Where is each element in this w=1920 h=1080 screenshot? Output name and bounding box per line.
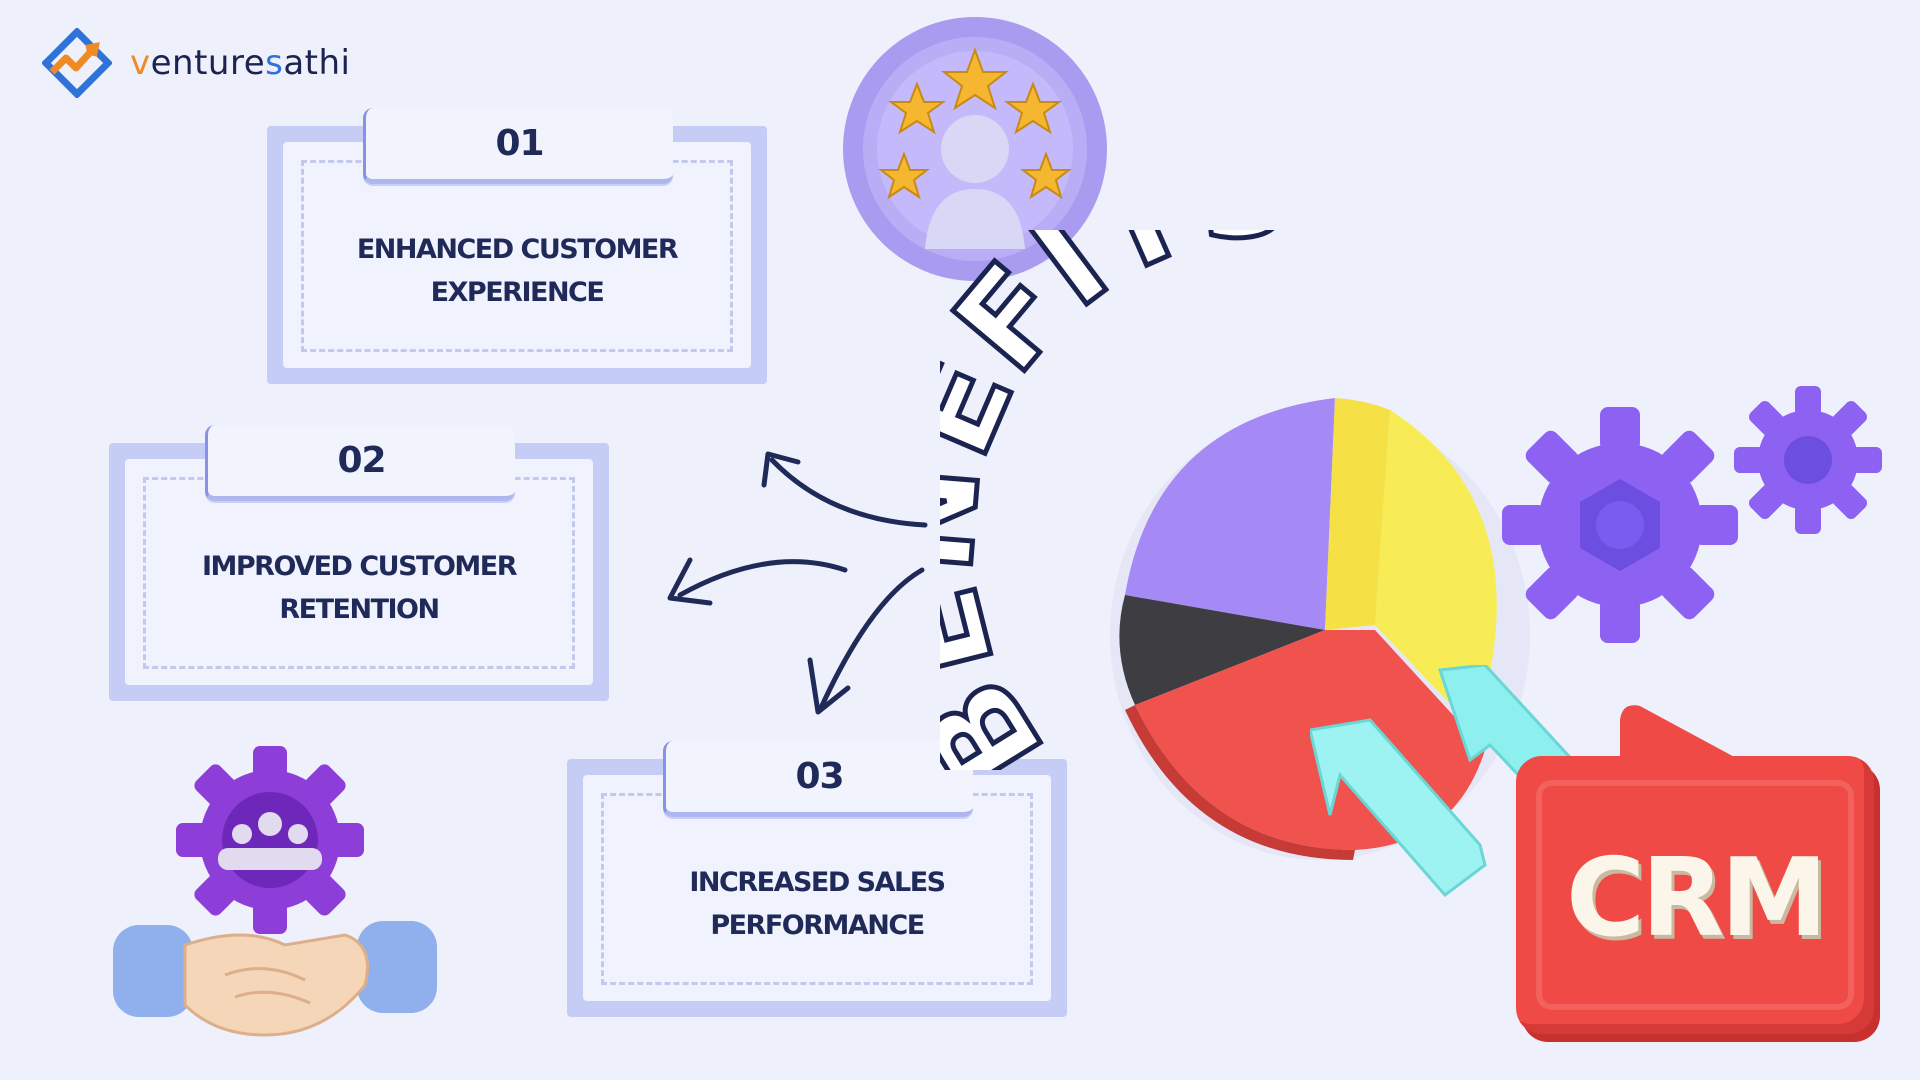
pie-chart-icon bbox=[1110, 398, 1530, 860]
card-number-tab: 01 bbox=[363, 108, 673, 184]
svg-text:BENEFITS: BENEFITS bbox=[940, 230, 1301, 770]
crm-label: CRM bbox=[1566, 836, 1828, 961]
handshake-icon bbox=[113, 921, 437, 1037]
card-number-tab: 02 bbox=[205, 425, 515, 501]
gear-icon bbox=[1502, 407, 1738, 643]
team-gear-icon bbox=[176, 746, 364, 934]
card-number: 01 bbox=[495, 123, 544, 164]
curved-arrow-icon bbox=[677, 559, 848, 598]
curved-arrow-icon bbox=[769, 457, 928, 528]
rating-stars-badge-icon bbox=[843, 17, 1107, 281]
card-number: 03 bbox=[795, 756, 844, 797]
gear-icon bbox=[1734, 386, 1882, 534]
curved-arrows bbox=[667, 451, 928, 715]
crm-sign-icon: CRM bbox=[1516, 756, 1874, 1034]
card-number-tab: 03 bbox=[663, 741, 973, 817]
headline-text: BENEFITS bbox=[940, 230, 1300, 770]
benefits-headline: BENEFITS bbox=[940, 230, 1301, 770]
curved-arrow-icon bbox=[817, 567, 925, 713]
card-number: 02 bbox=[337, 440, 386, 481]
brand-name: venturesathi bbox=[130, 43, 351, 83]
venturesathi-logo-icon bbox=[42, 28, 112, 98]
brand-logo[interactable]: venturesathi bbox=[42, 28, 351, 98]
